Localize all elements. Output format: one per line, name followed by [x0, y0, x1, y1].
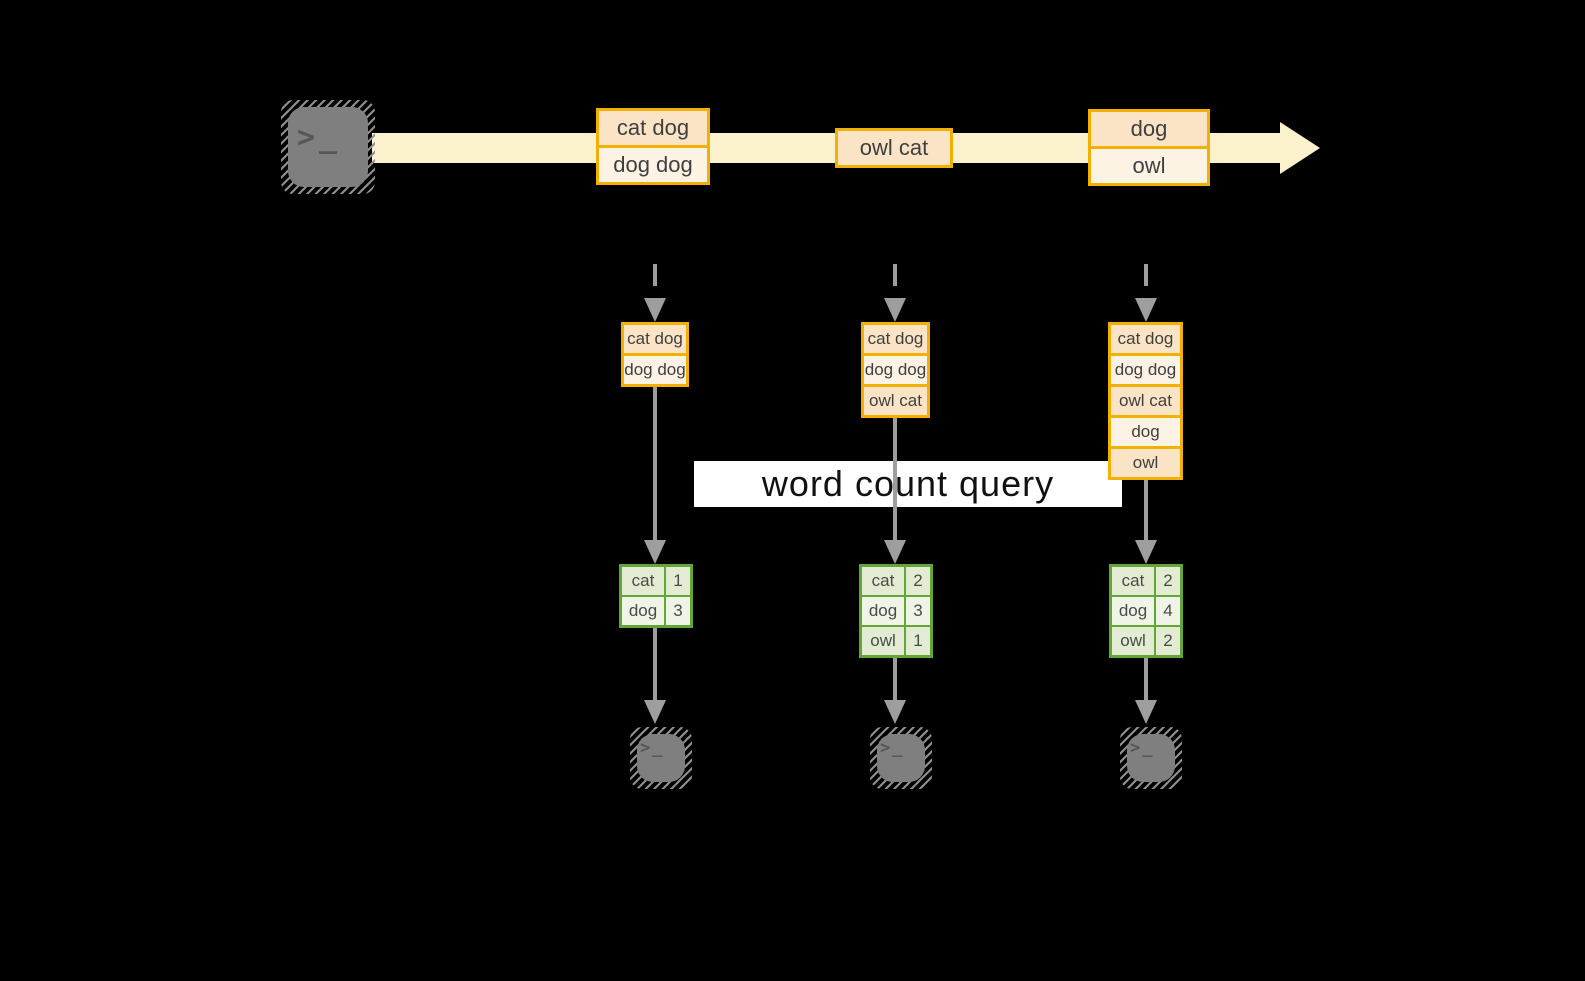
terminal-body [637, 734, 685, 782]
dashed-arrowhead-icon [644, 298, 666, 322]
dashed-arrow [1144, 264, 1148, 298]
result-cell-word: cat [862, 567, 904, 595]
result-cell-count: 3 [666, 597, 690, 625]
state-cell: owl cat [1111, 387, 1180, 415]
result-cell-count: 1 [906, 627, 930, 655]
result-cell-word: dog [1112, 597, 1154, 625]
stream-arrowhead-icon [1280, 122, 1320, 174]
terminal-body [1127, 734, 1175, 782]
state-box: cat dog dog dog owl cat [861, 322, 930, 418]
state-cell: cat dog [1111, 325, 1180, 353]
state-cell: dog dog [1111, 356, 1180, 384]
terminal-prompt-icon: >_ [297, 120, 342, 155]
result-cell-word: cat [1112, 567, 1154, 595]
result-cell-count: 2 [906, 567, 930, 595]
state-box: cat dog dog dog [621, 322, 689, 387]
terminal-body [288, 107, 368, 187]
stream-event-box: dog owl [1088, 109, 1210, 186]
result-cell-count: 2 [1156, 627, 1180, 655]
result-table: cat 2 dog 4 owl 2 [1109, 564, 1183, 658]
connector-arrow [893, 658, 897, 700]
terminal-body [877, 734, 925, 782]
result-cell-count: 2 [1156, 567, 1180, 595]
event-cell: dog [1091, 112, 1207, 146]
result-cell-word: dog [862, 597, 904, 625]
connector-arrowhead-icon [884, 700, 906, 724]
stream-event-box: cat dog dog dog [596, 108, 710, 185]
connector-arrowhead-icon [1135, 700, 1157, 724]
state-cell: cat dog [624, 325, 686, 353]
sink-terminal-icon: >_ [870, 727, 932, 789]
dashed-arrowhead-icon [884, 298, 906, 322]
connector-arrowhead-icon [1135, 540, 1157, 564]
dashed-arrowhead-icon [1135, 298, 1157, 322]
connector-arrowhead-icon [884, 540, 906, 564]
state-box: cat dog dog dog owl cat dog owl [1108, 322, 1183, 480]
result-cell-count: 1 [666, 567, 690, 595]
connector-arrowhead-icon [644, 700, 666, 724]
query-label: word count query [761, 463, 1055, 504]
result-table: cat 1 dog 3 [619, 564, 693, 628]
state-cell: dog dog [864, 356, 927, 384]
result-cell-word: owl [1112, 627, 1154, 655]
event-cell: cat dog [599, 111, 707, 145]
result-cell-count: 4 [1156, 597, 1180, 625]
connector-arrow [653, 628, 657, 700]
event-cell: dog dog [599, 148, 707, 182]
result-cell-word: owl [862, 627, 904, 655]
connector-arrow [653, 387, 657, 540]
connector-arrowhead-icon [644, 540, 666, 564]
source-terminal-icon: >_ [281, 100, 375, 194]
dashed-arrow [893, 264, 897, 298]
state-cell: cat dog [864, 325, 927, 353]
terminal-prompt-icon: >_ [880, 738, 905, 758]
event-cell: owl [1091, 149, 1207, 183]
terminal-prompt-icon: >_ [640, 738, 665, 758]
sink-terminal-icon: >_ [1120, 727, 1182, 789]
stream-event-box: owl cat [835, 128, 953, 168]
connector-arrow [1144, 658, 1148, 700]
sink-terminal-icon: >_ [630, 727, 692, 789]
connector-arrow [893, 418, 897, 540]
state-cell: owl [1111, 449, 1180, 477]
state-cell: owl cat [864, 387, 927, 415]
connector-arrow [1144, 480, 1148, 540]
terminal-prompt-icon: >_ [1130, 738, 1155, 758]
event-cell: owl cat [838, 131, 950, 165]
result-table: cat 2 dog 3 owl 1 [859, 564, 933, 658]
state-cell: dog dog [624, 356, 686, 384]
result-cell-word: cat [622, 567, 664, 595]
state-cell: dog [1111, 418, 1180, 446]
query-band: word count query [694, 461, 1122, 507]
result-cell-count: 3 [906, 597, 930, 625]
dashed-arrow [653, 264, 657, 298]
result-cell-word: dog [622, 597, 664, 625]
